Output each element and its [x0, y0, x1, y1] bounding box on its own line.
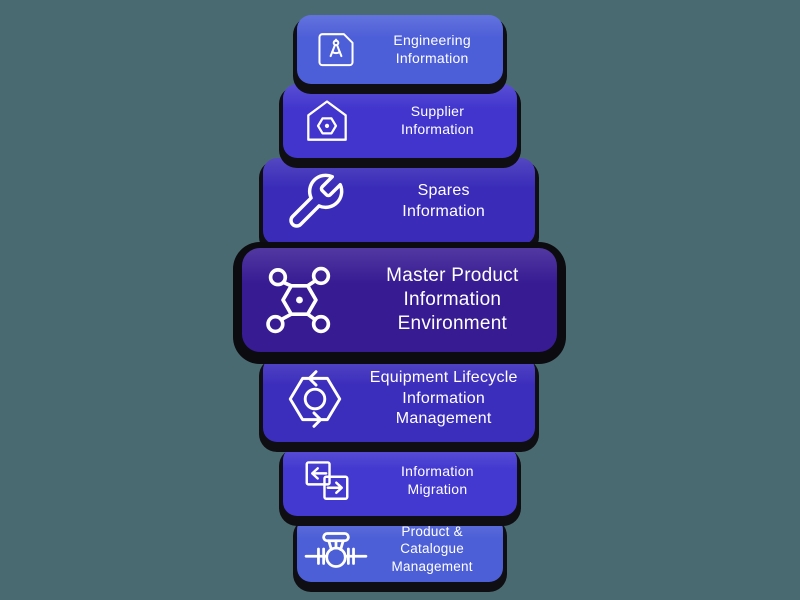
- layer-supplier-information: Supplier Information: [283, 84, 517, 158]
- transfer-arrows-icon: [283, 454, 372, 508]
- layer-master-product-information-environment: Master Product Information Environment: [242, 248, 557, 352]
- factory-nut-icon: [283, 95, 372, 147]
- layer-product-catalogue-management: Product & Catalogue Management: [297, 516, 503, 582]
- layer-label: Spares Information: [402, 182, 486, 220]
- layer-equipment-lifecycle-information-management: Equipment Lifecycle Information Manageme…: [263, 356, 535, 442]
- lifecycle-hexagon-icon: [263, 366, 366, 432]
- layer-information-migration: Information Migration: [283, 446, 517, 516]
- layer-label: Supplier Information: [401, 103, 474, 137]
- layer-spares-information: Spares Information: [263, 158, 535, 245]
- layer-label: Product & Catalogue Management: [391, 524, 473, 574]
- industrial-valve-icon: [297, 523, 375, 575]
- layer-label: Engineering Information: [393, 31, 471, 66]
- drafting-compass-document-icon: [297, 30, 375, 70]
- layer-engineering-information: Engineering Information: [297, 15, 503, 84]
- layer-label: Equipment Lifecycle Information Manageme…: [369, 369, 518, 428]
- layer-label: Master Product Information Environment: [386, 264, 519, 335]
- molecule-network-icon: [242, 262, 362, 338]
- layer-label: Information Migration: [401, 463, 474, 497]
- wrench-icon: [263, 170, 366, 234]
